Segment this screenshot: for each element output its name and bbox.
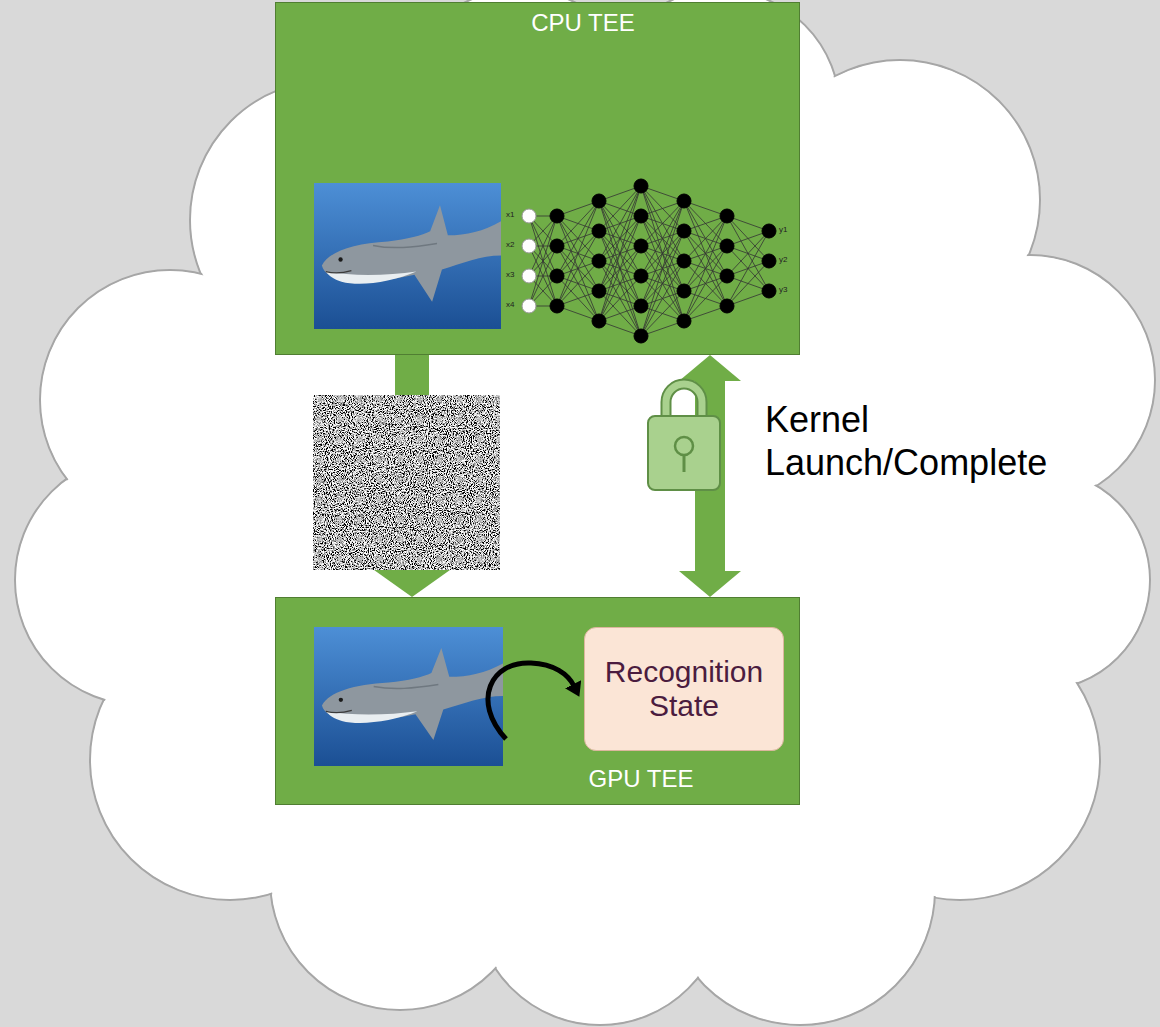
network-neuron [550, 239, 564, 253]
network-neuron [522, 239, 536, 253]
network-neuron [522, 269, 536, 283]
lock-shackle [666, 384, 702, 420]
edge-label: Kernel Launch/Complete [765, 398, 1065, 484]
lock-keyhole [683, 455, 686, 472]
network-link [557, 261, 599, 306]
network-neuron [720, 269, 734, 283]
network-neuron [592, 254, 606, 268]
network-neuron [677, 254, 691, 268]
cloud-rim [15, 0, 1155, 1025]
box-title: CPU TEE [531, 9, 635, 37]
network-neuron [592, 284, 606, 298]
lock-keyhole [675, 437, 693, 455]
tee-box: GPU TEE Recognition State [275, 597, 800, 805]
network-neuron [720, 209, 734, 223]
network-link [599, 291, 641, 336]
network-io-label: x1 [506, 210, 514, 220]
network-neuron [592, 224, 606, 238]
network-neuron [634, 329, 648, 343]
tee-box: CPU TEE [275, 2, 800, 355]
lock-icon [648, 384, 720, 490]
network-link [727, 261, 769, 306]
network-link [684, 276, 727, 321]
lock-shackle [666, 384, 702, 420]
network-io-label: x2 [506, 240, 514, 250]
cloud-fill [17, 0, 1154, 1024]
network-neuron [762, 254, 776, 268]
network-link [599, 186, 641, 321]
network-link [599, 276, 641, 321]
network-link [529, 216, 557, 306]
network-neuron [677, 194, 691, 208]
network-neuron [634, 239, 648, 253]
network-link [641, 186, 684, 321]
cpu-illustration [276, 3, 801, 356]
network-neuron [762, 224, 776, 238]
network-neuron [592, 194, 606, 208]
network-neuron [634, 269, 648, 283]
network-neuron [677, 314, 691, 328]
loop-arrow [488, 663, 574, 739]
network-io-label: x4 [506, 300, 514, 310]
encrypted-noise-image [313, 395, 500, 570]
network-neuron [762, 284, 776, 298]
network-neuron [522, 209, 536, 223]
network-neuron [677, 224, 691, 238]
network-link [641, 291, 684, 336]
network-neuron [634, 299, 648, 313]
network-link [529, 216, 557, 306]
network-io-label: x3 [506, 270, 514, 280]
network-neuron [720, 239, 734, 253]
lock-body [648, 416, 720, 490]
network-neuron [592, 314, 606, 328]
network-neuron [677, 284, 691, 298]
network-io-label: y2 [779, 255, 787, 265]
network-link [557, 276, 599, 321]
network-neuron [634, 209, 648, 223]
shark-photo [314, 627, 503, 766]
neural-network [522, 179, 776, 343]
network-io-label: y3 [779, 285, 787, 295]
box-title: GPU TEE [589, 765, 694, 793]
state-box: Recognition State [584, 627, 784, 751]
network-neuron [550, 299, 564, 313]
network-link [599, 201, 641, 336]
network-neuron [550, 209, 564, 223]
shark-photo [314, 183, 501, 329]
network-neuron [550, 269, 564, 283]
network-io-label: y1 [779, 225, 787, 235]
network-link [641, 201, 684, 336]
box-text: Recognition State [597, 655, 771, 724]
network-neuron [720, 299, 734, 313]
network-neuron [634, 179, 648, 193]
network-neuron [522, 299, 536, 313]
